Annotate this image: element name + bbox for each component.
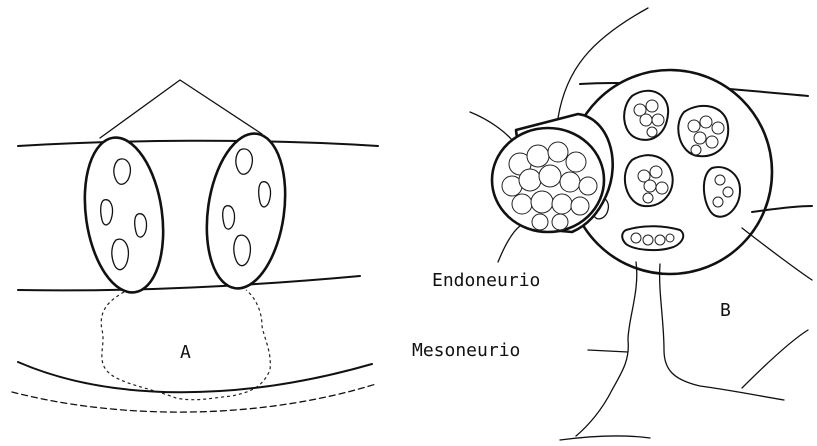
mesoneurium-left-edge — [576, 262, 637, 436]
left-nerve-fiber — [76, 132, 173, 297]
lower-right-curve-b — [742, 330, 808, 388]
left-curve-b — [470, 112, 512, 140]
dashed-base-line-a — [12, 384, 376, 412]
panel-b-label: B — [720, 300, 731, 321]
right-curve-b — [742, 228, 812, 280]
panel-a-label: A — [180, 342, 191, 363]
suspension-lines-a — [100, 80, 262, 138]
endoneurio-label: Endoneurio — [432, 270, 540, 291]
lower-tissue-line-a — [18, 276, 360, 290]
endoneurio-leader — [498, 226, 520, 262]
mesoneurium-right-edge — [660, 264, 784, 400]
panel-a: A — [12, 80, 378, 412]
lower-tissue-line-b — [560, 436, 650, 440]
right-nerve-oval — [198, 128, 295, 293]
right-nerve-fiber — [198, 128, 295, 293]
panel-b: Endoneurio Mesoneurio B — [412, 8, 812, 440]
curved-base-line-a — [18, 362, 372, 392]
cut-nerve-cylinder — [492, 114, 613, 232]
left-nerve-oval — [76, 132, 173, 297]
mesoneurio-leader — [588, 350, 628, 352]
upper-tissue-line-a — [18, 141, 378, 146]
mesoneurio-label: Mesoneurio — [412, 340, 520, 361]
